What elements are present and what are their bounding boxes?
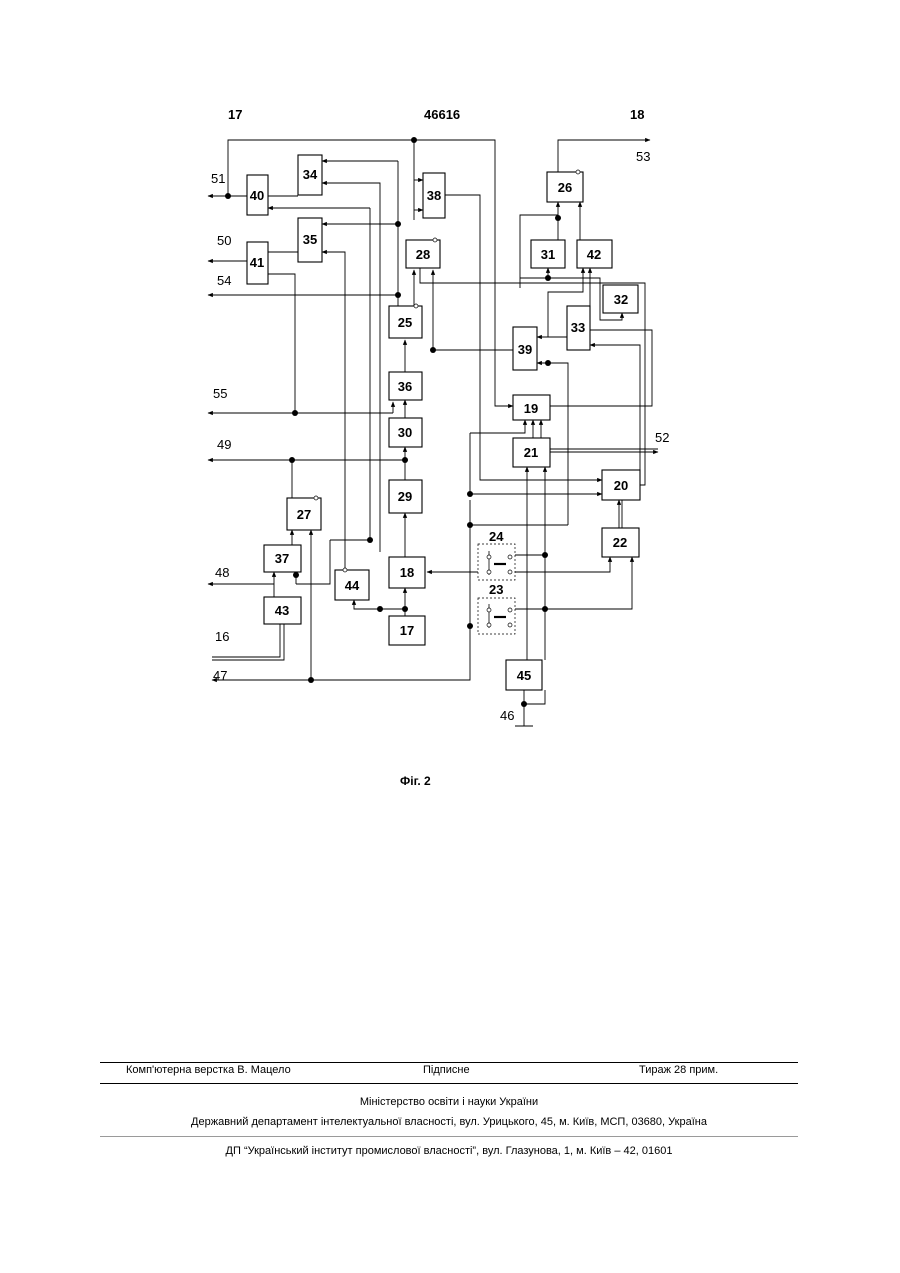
block-28-label: 28: [416, 247, 430, 262]
switches: 24 23: [478, 529, 515, 634]
figure-caption: Фіг. 2: [400, 774, 431, 788]
block-22-label: 22: [613, 535, 627, 550]
block-20-label: 20: [614, 478, 628, 493]
block-18-label: 18: [400, 565, 414, 580]
block-37-label: 37: [275, 551, 289, 566]
block-41-label: 41: [250, 255, 264, 270]
block-26-label: 26: [558, 180, 572, 195]
block-42-label: 42: [587, 247, 601, 262]
ministry-line: Міністерство освіти і науки України: [100, 1096, 798, 1108]
typesetting-credit: Комп'ютерна верстка В. Мацело: [126, 1064, 291, 1076]
block-29-label: 29: [398, 489, 412, 504]
terminal-50: 50: [217, 233, 231, 248]
block-17-label: 17: [400, 623, 414, 638]
footer-rule-top: [100, 1062, 798, 1063]
block-39-label: 39: [518, 342, 532, 357]
block-diagram: 34 40 35 41 38 28 25 36 30 29 18 17 27 3…: [0, 0, 900, 800]
block-34-label: 34: [303, 167, 318, 182]
block-36-label: 36: [398, 379, 412, 394]
block-31-label: 31: [541, 247, 555, 262]
terminal-49: 49: [217, 437, 231, 452]
block-19-label: 19: [524, 401, 538, 416]
block-25-label: 25: [398, 315, 412, 330]
block-35-label: 35: [303, 232, 317, 247]
block-30-label: 30: [398, 425, 412, 440]
block-44-label: 44: [345, 578, 360, 593]
block-32-label: 32: [614, 292, 628, 307]
switch-23-label: 23: [489, 582, 503, 597]
terminal-16: 16: [215, 629, 229, 644]
signed-label: Підписне: [423, 1064, 470, 1076]
terminal-47: 47: [213, 668, 227, 683]
block-33-label: 33: [571, 320, 585, 335]
block-40-label: 40: [250, 188, 264, 203]
block-27-label: 27: [297, 507, 311, 522]
terminal-52: 52: [655, 430, 669, 445]
block-43-label: 43: [275, 603, 289, 618]
institute-address: ДП “Український інститут промислової вла…: [100, 1145, 798, 1157]
wires: [208, 140, 658, 726]
block-21-label: 21: [524, 445, 538, 460]
switch-24-label: 24: [489, 529, 504, 544]
terminal-48: 48: [215, 565, 229, 580]
terminal-53: 53: [636, 149, 650, 164]
terminal-51: 51: [211, 171, 225, 186]
terminal-55: 55: [213, 386, 227, 401]
block-38-label: 38: [427, 188, 441, 203]
blocks: 34 40 35 41 38 28 25 36 30 29 18 17 27 3…: [247, 155, 640, 690]
footer-rule-bottom: [100, 1136, 798, 1137]
department-address: Державний департамент інтелектуальної вл…: [100, 1116, 798, 1128]
footer-rule-middle: [100, 1083, 798, 1084]
block-45-label: 45: [517, 668, 531, 683]
circulation-label: Тираж 28 прим.: [639, 1064, 718, 1076]
terminal-46: 46: [500, 708, 514, 723]
terminal-54: 54: [217, 273, 231, 288]
